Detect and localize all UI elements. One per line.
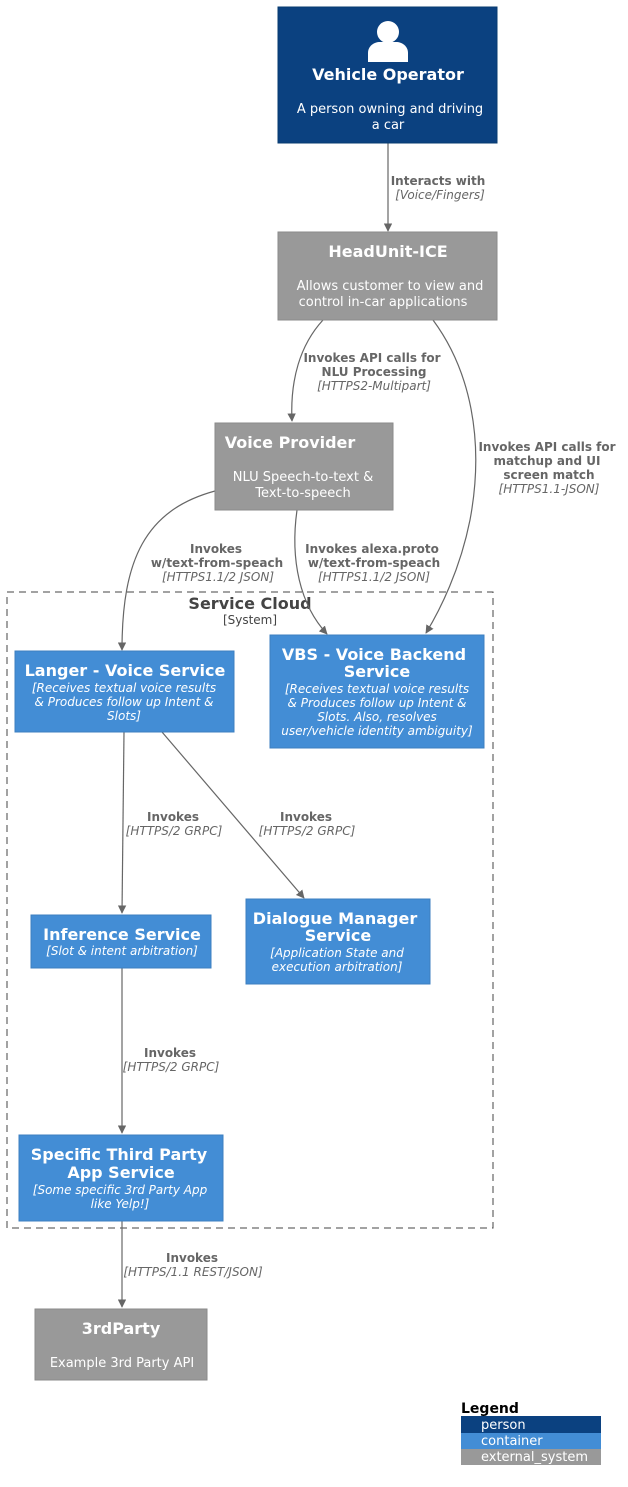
edge-tech: [HTTPS/2 GRPC] — [259, 824, 356, 838]
node-title: Service — [305, 926, 372, 945]
edge-tech: [HTTPS/2 GRPC] — [126, 824, 223, 838]
edge-label: Invokes — [147, 810, 199, 824]
legend: Legend person container external_system — [461, 1401, 601, 1465]
edge-label: screen match — [503, 468, 594, 482]
node-desc: Slots] — [107, 709, 141, 723]
legend-item-person: person — [481, 1418, 526, 1433]
node-title: Vehicle Operator — [312, 65, 464, 84]
node-vbs-voice-backend-service[interactable]: VBS - Voice Backend Service [Receives te… — [269, 634, 485, 749]
legend-swatch-external-system — [461, 1449, 601, 1465]
edge-tech: [HTTPS2-Multipart] — [317, 379, 431, 393]
node-desc: [Some specific 3rd Party App — [33, 1183, 208, 1197]
node-desc: [Slot & intent arbitration] — [46, 944, 198, 958]
node-title: HeadUnit-ICE — [328, 242, 447, 261]
node-desc: NLU Speech-to-text & — [233, 470, 373, 485]
edge-voice-provider-to-vbs — [294, 509, 328, 635]
node-desc: [Receives textual voice results — [285, 682, 469, 696]
edge-tech: [HTTPS/1.1 REST/JSON] — [123, 1265, 263, 1279]
person-icon — [368, 21, 408, 62]
node-title: Dialogue Manager — [253, 909, 418, 928]
edge-label: w/text-from-speach — [308, 556, 440, 570]
legend-item-container: container — [481, 1434, 543, 1449]
edge-headunit-to-vbs — [425, 319, 477, 634]
node-title: Inference Service — [43, 925, 201, 944]
node-desc: & Produces follow up Intent & — [35, 695, 214, 709]
edge-label: Invokes — [144, 1046, 196, 1060]
service-cloud-boundary: Service Cloud [System] — [6, 591, 494, 1229]
edge-label: matchup and UI — [494, 454, 601, 468]
edge-voice-provider-to-langer — [117, 490, 216, 651]
node-headunit-ice[interactable]: HeadUnit-ICE Allows customer to view and… — [277, 231, 498, 321]
edge-label: Invokes — [166, 1251, 218, 1265]
edges — [117, 143, 477, 1308]
edge-labels: Interacts with [Voice/Fingers] Invokes A… — [123, 174, 616, 1279]
node-desc: user/vehicle identity ambiguity] — [281, 724, 473, 738]
edge-langer-to-inference — [117, 731, 127, 914]
node-desc: [Application State and — [270, 946, 404, 960]
node-title: App Service — [67, 1163, 175, 1182]
node-desc: Text-to-speech — [254, 486, 350, 501]
node-dialogue-manager-service[interactable]: Dialogue Manager Service [Application St… — [245, 898, 431, 985]
node-desc: A person owning and driving — [297, 102, 483, 117]
edge-headunit-to-voice-provider — [287, 319, 324, 422]
node-desc: like Yelp!] — [91, 1197, 150, 1211]
node-desc: execution arbitration] — [272, 960, 403, 974]
node-desc: [Receives textual voice results — [32, 681, 216, 695]
edge-label: Invokes — [280, 810, 332, 824]
node-title: VBS - Voice Backend — [282, 645, 466, 664]
edge-label: Invokes alexa.proto — [305, 542, 439, 556]
legend-title: Legend — [461, 1401, 519, 1417]
edge-label: NLU Processing — [322, 365, 427, 379]
node-specific-third-party-app-service[interactable]: Specific Third Party App Service [Some s… — [18, 1134, 224, 1222]
edge-label: Invokes — [190, 542, 242, 556]
node-3rdparty[interactable]: 3rdParty Example 3rd Party API — [34, 1308, 208, 1381]
edge-label: Invokes API calls for — [303, 351, 440, 365]
boundary-title: Service Cloud — [188, 594, 311, 613]
node-title: Voice Provider — [225, 433, 356, 452]
legend-swatch-person — [461, 1416, 601, 1433]
edge-label: Invokes API calls for — [478, 440, 615, 454]
edge-tech: [HTTPS/2 GRPC] — [123, 1060, 220, 1074]
node-title: Specific Third Party — [31, 1145, 208, 1164]
legend-swatch-container — [461, 1433, 601, 1449]
edge-tech: [HTTPS1.1/2 JSON] — [318, 570, 430, 584]
node-desc: Slots. Also, resolves — [317, 710, 437, 724]
edge-langer-to-dialogue — [161, 731, 305, 899]
edge-tech: [HTTPS1.1/2 JSON] — [162, 570, 274, 584]
node-desc: Allows customer to view and — [297, 279, 484, 294]
node-title: Service — [344, 662, 411, 681]
node-langer-voice-service[interactable]: Langer - Voice Service [Receives textual… — [14, 650, 235, 733]
node-title: 3rdParty — [82, 1319, 161, 1338]
node-title: Langer - Voice Service — [25, 661, 226, 680]
node-vehicle-operator[interactable]: Vehicle Operator A person owning and dri… — [277, 6, 498, 144]
node-inference-service[interactable]: Inference Service [Slot & intent arbitra… — [30, 914, 212, 969]
node-desc: & Produces follow up Intent & — [288, 696, 467, 710]
edge-label: w/text-from-speach — [151, 556, 283, 570]
edge-tech: [HTTPS1.1-JSON] — [499, 482, 600, 496]
node-desc: Example 3rd Party API — [50, 1356, 194, 1371]
boundary-type: [System] — [223, 613, 277, 627]
node-desc: control in-car applications — [299, 295, 468, 310]
node-desc: a car — [372, 118, 405, 133]
edge-label: Interacts with — [391, 174, 486, 188]
node-voice-provider[interactable]: Voice Provider NLU Speech-to-text & Text… — [214, 422, 394, 511]
edge-tech: [Voice/Fingers] — [395, 188, 485, 202]
legend-item-external-system: external_system — [481, 1450, 588, 1465]
